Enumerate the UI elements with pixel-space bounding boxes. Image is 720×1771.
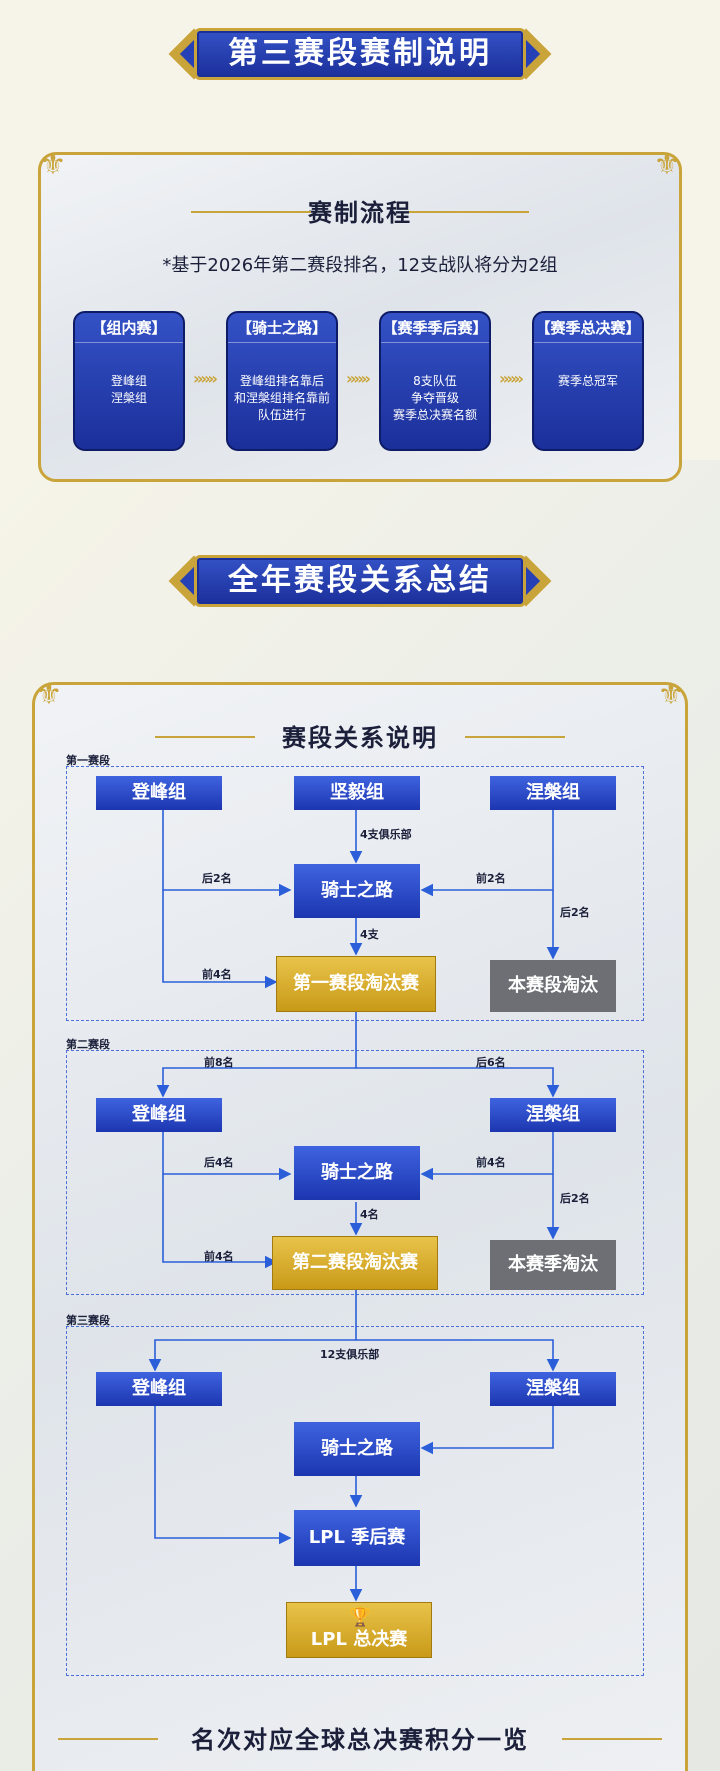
edge-label: 前4名 <box>476 1156 506 1169</box>
format-card-body: 赛季总冠军 <box>557 374 618 388</box>
format-note: *基于2026年第二赛段排名，12支战队将分为2组 <box>162 255 558 276</box>
heading-rule <box>562 1737 662 1740</box>
edge-line <box>162 1174 278 1269</box>
section-banner-format: 第三赛段赛制说明 <box>168 16 552 92</box>
section-banner-summary: 全年赛段关系总结 <box>168 543 552 619</box>
heading-rule <box>191 210 311 213</box>
stage2-box <box>66 1050 644 1295</box>
stage1-peak-group: 登峰组 <box>96 776 222 810</box>
banner-title: 第三赛段赛制说明 <box>228 36 492 71</box>
stage2-knight-road: 骑士之路 <box>294 1146 420 1200</box>
stage1-box <box>66 766 644 1021</box>
edge-label: 后4名 <box>204 1156 234 1169</box>
finals-label: LPL 总决赛 <box>310 1629 408 1650</box>
format-card: 【骑士之路】 登峰组排名靠后 和涅槃组排名靠前 队伍进行 <box>226 311 338 451</box>
edge-label: 4名 <box>360 1208 379 1221</box>
heading-rule <box>155 735 255 738</box>
relation-heading-text: 赛段关系说明 <box>282 724 438 752</box>
edge-line <box>356 1339 560 1372</box>
edge-label: 后2名 <box>560 1192 590 1205</box>
format-card: 【赛季总决赛】 赛季总冠军 <box>532 311 644 451</box>
stage2-label: 第二赛段 <box>66 1038 110 1051</box>
relation-heading: 赛段关系说明 <box>0 718 720 753</box>
chevron-icon: »»» <box>346 369 371 388</box>
trophy-icon: 🏆 <box>349 1607 372 1628</box>
stage1-label: 第一赛段 <box>66 754 110 767</box>
format-card: 【组内赛】 登峰组 涅槃组 <box>73 311 185 451</box>
format-heading-text: 赛制流程 <box>308 199 412 227</box>
edge-label: 前8名 <box>204 1056 234 1069</box>
edge-line <box>420 1406 554 1455</box>
stage3-nirvana-group: 涅槃组 <box>490 1372 616 1406</box>
edge-line <box>156 1012 357 1098</box>
stage1-eliminated: 本赛段淘汰 <box>490 960 616 1012</box>
edge-label: 12支俱乐部 <box>320 1348 380 1361</box>
edge-label: 4支 <box>360 928 379 941</box>
heading-rule <box>58 1737 158 1740</box>
format-card-title: 【组内赛】 <box>75 313 183 343</box>
banner-plate <box>194 28 526 80</box>
stage3-box <box>66 1326 644 1676</box>
edge-line <box>148 1290 357 1372</box>
format-card-title: 【赛季总决赛】 <box>534 313 642 343</box>
chevron-icon: »»» <box>193 369 218 388</box>
format-card-body: 登峰组排名靠后 和涅槃组排名靠前 队伍进行 <box>233 374 330 422</box>
format-heading: 赛制流程 <box>41 193 679 228</box>
points-heading: 名次对应全球总决赛积分一览 <box>0 1720 720 1755</box>
stage2-peak-group: 登峰组 <box>96 1098 222 1132</box>
edge-label: 后2名 <box>560 906 590 919</box>
chevron-icon: »»» <box>499 369 524 388</box>
edge-label: 4支俱乐部 <box>360 828 412 841</box>
format-card-title: 【骑士之路】 <box>228 313 336 343</box>
edge-label: 后2名 <box>202 872 232 885</box>
edge-label: 前4名 <box>202 968 232 981</box>
stage1-knight-road: 骑士之路 <box>294 864 420 918</box>
format-card-body: 8支队伍 争夺晋级 赛季总决赛名额 <box>392 374 477 422</box>
stage3-label: 第三赛段 <box>66 1314 110 1327</box>
stage1-resolute-group: 坚毅组 <box>294 776 420 810</box>
stage3-knight-road: 骑士之路 <box>294 1422 420 1476</box>
fleur-icon: ⚜ <box>653 147 681 182</box>
fleur-icon: ⚜ <box>35 677 63 712</box>
fleur-icon: ⚜ <box>657 677 685 712</box>
edge-label: 前2名 <box>476 872 506 885</box>
stage2-eliminated: 本赛季淘汰 <box>490 1240 616 1290</box>
stage3-peak-group: 登峰组 <box>96 1372 222 1406</box>
points-heading-text: 名次对应全球总决赛积分一览 <box>191 1726 529 1754</box>
edge-label: 后6名 <box>476 1056 506 1069</box>
format-panel: ⚜ ⚜ 赛制流程 *基于2026年第二赛段排名，12支战队将分为2组 【组内赛】… <box>38 147 682 482</box>
format-card-body: 登峰组 涅槃组 <box>110 374 147 405</box>
stage2-playoff: 第二赛段淘汰赛 <box>272 1236 438 1290</box>
format-card: 【赛季季后赛】 8支队伍 争夺晋级 赛季总决赛名额 <box>379 311 491 451</box>
stage1-nirvana-group: 涅槃组 <box>490 776 616 810</box>
banner-plate <box>194 555 526 607</box>
format-card-title: 【赛季季后赛】 <box>381 313 489 343</box>
stage2-nirvana-group: 涅槃组 <box>490 1098 616 1132</box>
stage1-playoff: 第一赛段淘汰赛 <box>276 956 436 1012</box>
edge-line <box>162 890 278 989</box>
edge-line <box>154 1406 292 1545</box>
heading-rule <box>409 210 529 213</box>
heading-rule <box>465 735 565 738</box>
stage3-lpl-playoffs: LPL 季后赛 <box>294 1510 420 1566</box>
edge-line <box>356 1067 560 1098</box>
fleur-icon: ⚜ <box>39 147 67 182</box>
stage3-lpl-finals: 🏆 LPL 总决赛 <box>286 1602 432 1658</box>
edge-label: 前4名 <box>204 1250 234 1263</box>
banner-title: 全年赛段关系总结 <box>228 563 492 598</box>
